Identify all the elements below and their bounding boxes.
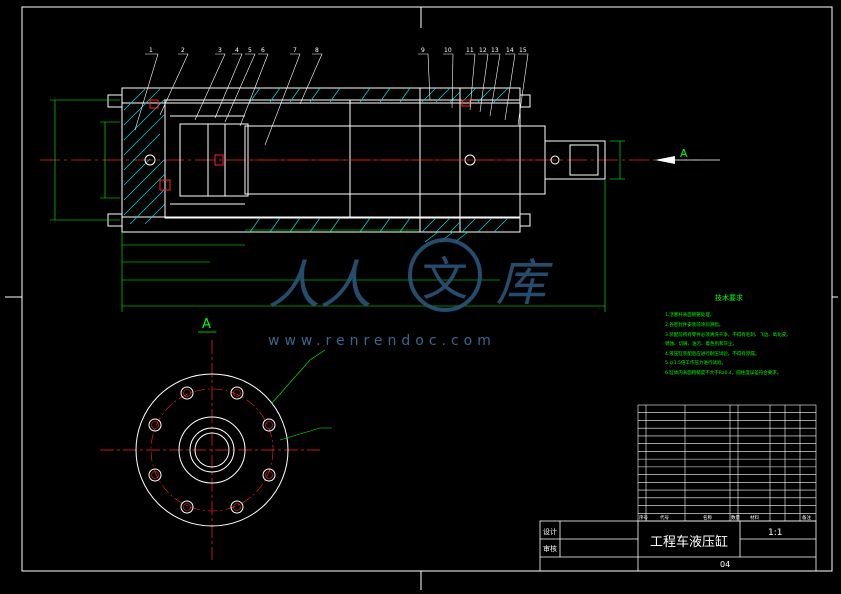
label-design: 设计 (543, 527, 557, 536)
watermark-text-2: 文 (422, 252, 468, 306)
drawing-frame (5, 6, 838, 590)
part-number-12: 12 (479, 47, 487, 54)
part-number-7: 7 (293, 47, 297, 54)
bom-header-code: 代号 (660, 514, 669, 521)
view-label-a: A (202, 317, 211, 332)
part-number-2: 2 (181, 47, 185, 54)
section-arrow-label: A (680, 147, 688, 160)
part-number-4: 4 (235, 47, 239, 54)
watermark-text-3: 库 (496, 254, 553, 312)
part-number-3: 3 (218, 47, 222, 54)
watermark: 人人 文 库 www.renrendoc.com (268, 238, 553, 349)
part-number-10: 10 (444, 47, 452, 54)
bom-header: 序号 代号 名称 数量 材料 备注 (639, 514, 811, 521)
bom-header-qty: 数量 (731, 514, 740, 521)
label-check: 审核 (543, 544, 557, 553)
watermark-text-1: 人人 (268, 256, 372, 316)
dimension-lines (50, 99, 625, 312)
drawing-title: 工程车液压缸 (650, 534, 728, 550)
part-number-8: 8 (315, 47, 319, 54)
flange-bolt-holes (148, 386, 276, 514)
cylinder-section-view: 1 2 3 4 5 6 7 8 9 10 11 12 13 14 15 (40, 47, 720, 312)
watermark-logo-circle (408, 238, 482, 312)
technical-requirements: 技术要求 1.活塞杆表面镀铬处理。 2.各密封件安装前涂润滑脂。 3.装配前所有… (665, 293, 791, 376)
section-arrow-a: A (655, 147, 720, 164)
part-number-15: 15 (519, 47, 527, 54)
tech-req-heading: 技术要求 (715, 293, 743, 302)
bom-header-remark: 备注 (802, 514, 811, 521)
tech-req-line-6: 5.以1.5倍工作压力进行试验。 (665, 359, 726, 366)
drawing-scale: 1:1 (768, 528, 782, 538)
part-number-13: 13 (491, 47, 499, 54)
part-number-5: 5 (248, 47, 252, 54)
part-number-9: 9 (421, 47, 425, 54)
tech-req-line-2: 2.各密封件安装前涂润滑脂。 (665, 321, 723, 328)
part-leaders (134, 53, 529, 146)
part-number-1: 1 (149, 47, 153, 54)
tech-req-line-5: 4.液压缸装配后应进行耐压试验，不得有渗漏。 (665, 350, 759, 357)
tech-req-line-4: 锈蚀、切屑、油污、着色剂和灰尘。 (665, 340, 737, 347)
bill-of-materials (637, 404, 817, 522)
end-view-a: A (100, 317, 332, 560)
tech-req-line-3: 3.装配前所有零件必须清洗干净，不得有毛刺、飞边、氧化皮。 (665, 331, 791, 338)
part-number-14: 14 (506, 47, 514, 54)
part-number-labels: 1 2 3 4 5 6 7 8 9 10 11 12 13 14 15 (149, 47, 527, 54)
part-number-11: 11 (466, 47, 474, 54)
bom-header-material: 材料 (750, 514, 759, 521)
mounting-bolts (107, 94, 531, 227)
tech-req-line-7: 6.缸体内表面粗糙度不大于Ra0.4，圆柱度误差符合要求。 (665, 369, 781, 376)
drawing-number: 04 (720, 560, 730, 569)
seals (149, 99, 471, 191)
title-block (539, 520, 817, 572)
tech-req-line-1: 1.活塞杆表面镀铬处理。 (665, 311, 714, 318)
part-number-6: 6 (261, 47, 265, 54)
bom-header-name: 名称 (703, 514, 712, 521)
bom-header-no: 序号 (639, 514, 648, 521)
watermark-url: www.renrendoc.com (268, 333, 496, 349)
